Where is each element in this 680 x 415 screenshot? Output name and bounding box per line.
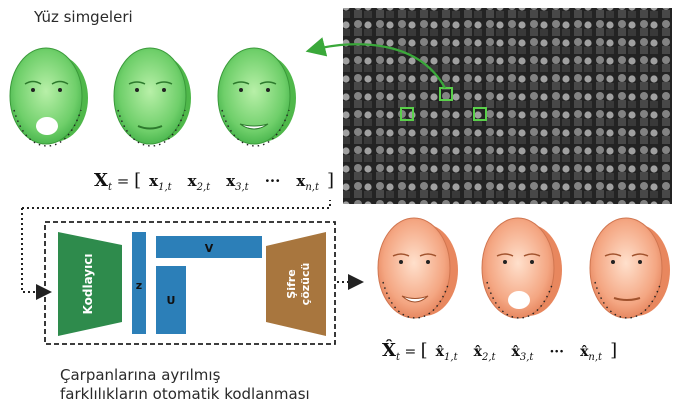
output-el-2: x̂2,t [473,344,496,363]
input-face-3 [217,47,296,147]
output-face-1 [377,217,458,319]
input-el-1: x1,t [149,172,172,193]
decoder-label-2: çözücü [299,263,312,306]
output-face-3 [589,217,670,319]
input-dots: ··· [264,172,281,190]
u-block [156,266,186,334]
crowd-photo [343,8,672,204]
v-label: V [205,242,214,255]
output-el-n: x̂n,t [580,344,603,363]
output-el-3: x̂3,t [511,344,534,363]
bottom-caption: Çarpanlarına ayrılmış farklılıkların oto… [60,366,390,404]
v-block [156,236,262,258]
bottom-caption-line-2: farklılıkların otomatik kodlanması [60,385,310,403]
model-box [44,221,336,345]
bottom-caption-line-1: Çarpanlarına ayrılmış [60,366,221,384]
encoder-block [58,232,122,336]
input-el-2: x2,t [187,172,211,193]
z-block [132,232,146,334]
z-label: z [136,279,142,292]
input-lhs: X [94,170,108,191]
output-lhs: X̂ [382,340,396,361]
input-connector [21,208,52,300]
u-label: U [167,294,176,307]
output-dots: ··· [549,344,565,360]
top-caption: Yüz simgeleri [34,8,133,26]
input-lhs-sub: t [107,182,112,193]
encoder-label: Kodlayıcı [81,254,95,315]
input-el-3: x3,t [226,172,249,193]
input-el-n: xn,t [296,172,319,193]
output-lhs-sub: t [395,351,400,363]
input-face-2 [113,47,191,147]
extraction-arrow [305,37,446,89]
decoder-label-1: Şifre [285,269,298,298]
output-face-2 [481,217,562,319]
face-marker-3 [473,107,487,121]
output-el-1: x̂1,t [435,344,458,363]
input-face-1 [9,47,88,147]
face-marker-2 [400,107,414,121]
decoder-block [266,232,326,336]
face-marker-1 [439,87,453,101]
input-bracket [22,200,331,209]
